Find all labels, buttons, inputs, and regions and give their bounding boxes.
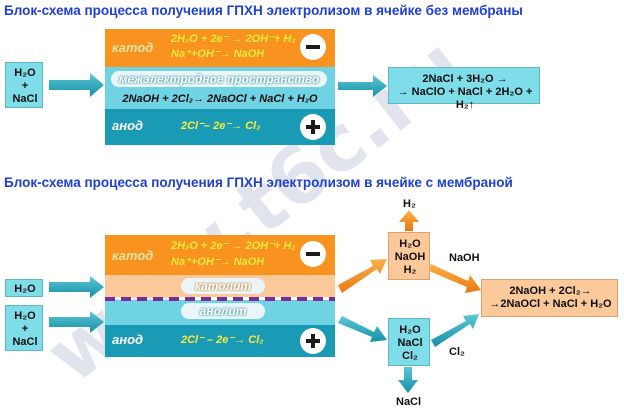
diagram2-catholyte-box-text: H₂O NaOH H₂ (394, 238, 426, 276)
diagram2-label-h2: H₂ (403, 198, 416, 210)
diagram2-anolyte-box-text: H₂O NaCl Cl₂ (397, 324, 423, 362)
diagram2-input-bottom-box: H₂O + NaCl (5, 305, 43, 351)
plus-icon (300, 328, 326, 354)
diagram2-cathode-eq1: 2H₂O + 2e⁻ → 2OH⁻+ H₂ (171, 240, 296, 252)
diagram1-title: Блок-схема процесса получения ГПХН элект… (4, 3, 523, 18)
diagram1-output-box: 2NaCl + 3H₂O → → NaClO + NaCl + 2H₂O + H… (388, 67, 540, 111)
diagram2-input-top-text: H₂O (14, 283, 36, 295)
arrow-right-icon (49, 311, 104, 333)
diagram2-catholyte-box: H₂O NaOH H₂ (388, 232, 430, 280)
diagram1-output-text: 2NaCl + 3H₂O → → NaClO + NaCl + 2H₂O + H… (397, 73, 533, 111)
arrow-right-icon (49, 73, 104, 97)
diagram2-anode-label: анод (112, 332, 144, 347)
diagram2-catholyte-pill (181, 278, 265, 294)
arrow-down-right-icon (429, 264, 481, 293)
diagram2-output-box: 2NaOH + 2Cl₂→ →2NaOCl + NaCl + H₂O (481, 279, 618, 317)
diagram1-anode-eq: 2Cl⁻– 2e⁻→ Cl₂ (181, 120, 261, 132)
diagram2-catholyte-label: католит (194, 279, 252, 293)
diagram2-anode-zone (105, 325, 335, 357)
arrow-up-right-icon (338, 259, 387, 293)
diagram2-label-cl2: Cl₂ (449, 346, 465, 358)
diagram2-label-nacl: NaCl (396, 396, 422, 408)
diagram2-anode-eq: 2Cl⁻ – 2e⁻→ Cl₂ (181, 334, 264, 346)
diagram1-cathode-label: катод (112, 40, 154, 55)
plus-icon (300, 114, 326, 140)
diagram2-cathode-label: катод (112, 248, 154, 263)
diagram2-label-naoh: NaOH (449, 252, 480, 264)
diagram2-anolyte-pill (181, 303, 265, 319)
diagram1-middle-pill (111, 71, 327, 87)
diagram2-output-text: 2NaOH + 2Cl₂→ →2NaOCl + NaCl + H₂O (489, 285, 612, 310)
diagram2-cathode-zone (105, 235, 335, 275)
diagram1-middle-eq: 2NaOH + 2Cl₂→ 2NaOCl + NaCl + H₂O (122, 93, 318, 105)
diagram1-cathode-eq2: Na⁺+OH⁻→ NaOH (171, 48, 265, 60)
diagram1-anode-label: анод (112, 118, 144, 133)
diagram2-cathode-eq2: Na⁺+OH⁻→ NaOH (171, 256, 265, 268)
arrow-right-icon (49, 276, 104, 298)
minus-icon (300, 241, 326, 267)
arrow-right-icon (338, 75, 387, 97)
arrow-down-right-icon (338, 316, 387, 342)
diagram2-anolyte-box: H₂O NaCl Cl₂ (388, 318, 430, 366)
diagram1-input-box: H₂O + NaCl (5, 62, 43, 108)
diagram1-cathode-eq1: 2H₂O + 2e⁻ → 2OH⁻+ H₂ (171, 33, 296, 45)
arrow-up-icon (399, 210, 419, 231)
diagram2-input-bottom-text: H₂O + NaCl (12, 310, 38, 348)
diagram2-input-top-box: H₂O (5, 279, 43, 297)
diagram1-cathode-zone (105, 29, 335, 67)
minus-icon (300, 34, 326, 60)
diagram1-middle-label: межэлектродное пространство (118, 72, 320, 86)
arrow-up-right-icon (431, 314, 479, 347)
diagram2-title: Блок-схема процесса получения ГПХН элект… (4, 175, 513, 190)
diagram2-anolyte-label: анолит (199, 304, 247, 318)
diagram1-anode-zone (105, 109, 335, 145)
diagram1-input-text: H₂O + NaCl (12, 67, 38, 105)
arrow-down-icon (398, 367, 418, 393)
